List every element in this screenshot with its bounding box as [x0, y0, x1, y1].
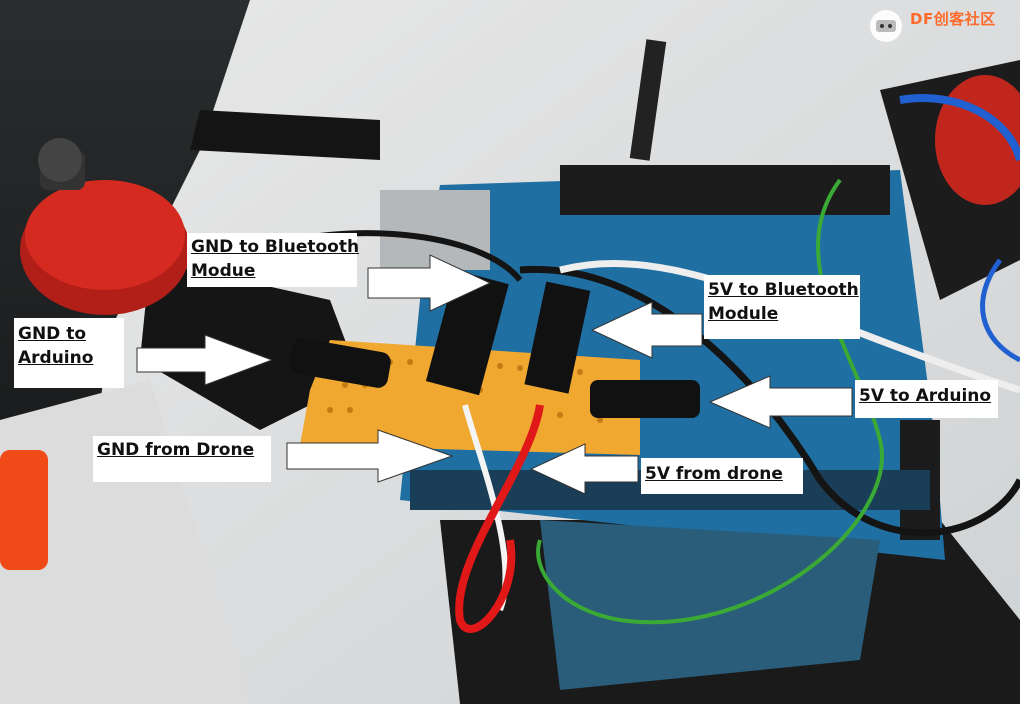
- watermark-url: mc.DFRobot.com.cn: [920, 30, 1001, 39]
- arrow-gnd-drone: [286, 429, 454, 483]
- connector-gnd-bt: [425, 269, 509, 396]
- watermark-brand: DF创客社区: [910, 10, 996, 28]
- arrow-gnd-bt: [367, 254, 492, 312]
- label-line: GND to: [18, 324, 87, 344]
- connector-gnd-arduino: [289, 338, 391, 388]
- black-tape: [190, 110, 380, 160]
- connector-5v-bt: [524, 281, 591, 394]
- usb-connector: [380, 190, 490, 270]
- arrow-gnd-arduino: [136, 334, 274, 386]
- label-line: Modue: [191, 261, 256, 281]
- label-line: 5V from drone: [645, 464, 783, 484]
- label-5v-to-bluetooth: 5V to Bluetooth Module: [704, 275, 860, 339]
- lower-board: [540, 520, 880, 690]
- label-line: Arduino: [18, 348, 94, 368]
- robot-head-icon: [870, 10, 902, 42]
- label-gnd-to-arduino: GND to Arduino: [14, 318, 124, 388]
- label-line: GND from Drone: [97, 440, 255, 460]
- arrow-5v-arduino: [708, 375, 853, 429]
- label-line: GND to Bluetooth: [191, 237, 360, 257]
- motor-right: [935, 75, 1020, 205]
- black-wire-long: [519, 265, 1020, 537]
- orange-part: [0, 450, 48, 570]
- black-plug-top: [629, 39, 667, 161]
- label-line: 5V to Bluetooth: [708, 280, 859, 300]
- blue-wire-2: [980, 258, 1020, 363]
- label-line: 5V to Arduino: [859, 386, 992, 406]
- blue-wire: [899, 94, 1020, 162]
- label-line: Module: [708, 304, 779, 324]
- header-top: [560, 165, 890, 215]
- label-5v-from-drone: 5V from drone: [641, 458, 803, 494]
- red-wire: [455, 404, 544, 633]
- connector-5v-arduino: [590, 380, 700, 418]
- label-gnd-to-bluetooth: GND to Bluetooth Modue: [187, 233, 360, 287]
- arrow-5v-bt: [590, 301, 703, 359]
- arrow-5v-drone: [529, 443, 639, 495]
- paper-sheet-2: [0, 380, 250, 704]
- label-5v-to-arduino: 5V to Arduino: [855, 380, 998, 418]
- motor-left: [20, 138, 190, 315]
- drone-frame-arm: [140, 260, 360, 430]
- label-gnd-from-drone: GND from Drone: [93, 436, 271, 482]
